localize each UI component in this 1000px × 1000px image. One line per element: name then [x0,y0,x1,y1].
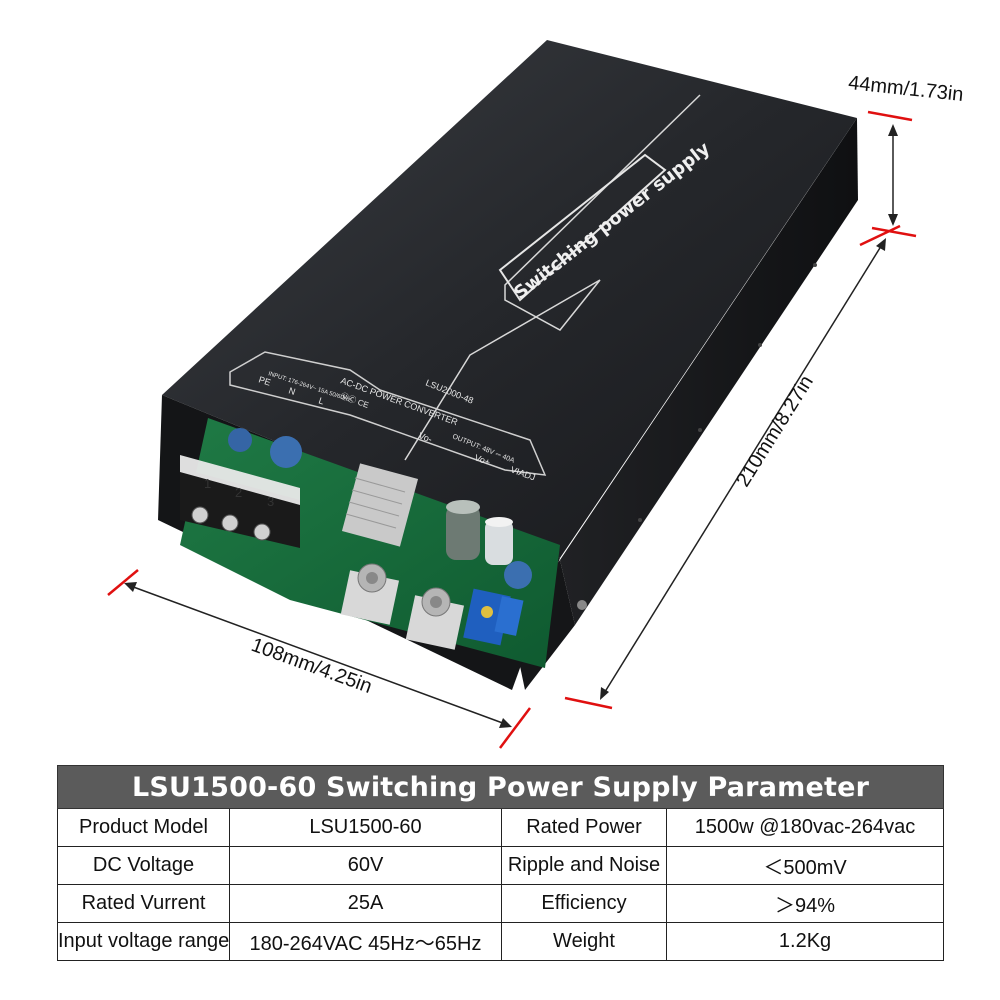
param-label: Rated Vurrent [57,884,230,923]
height-tick-bottom [871,226,917,238]
capacitor [270,436,302,468]
width-tick-left [107,569,139,596]
terminal-number-3: 3 [267,494,274,509]
length-tick-bottom [564,696,613,710]
product-photo: Switching power supply INPUT: 176-264V~ … [107,40,917,749]
enclosure-lid: Switching power supply [162,40,857,558]
param-label: Product Model [57,808,230,847]
param-value: 60V [229,846,502,885]
param-label: Rated Power [501,808,667,847]
table-title: LSU1500-60 Switching Power Supply Parame… [56,765,945,809]
param-label: Efficiency [501,884,667,923]
heatsink [341,463,419,547]
param-value: ＞94% [665,884,945,923]
dimension-lines [107,110,917,749]
terminal-n: N [287,385,296,397]
input-terminal-block: 1 2 3 [180,455,300,548]
terminal-number-2: 2 [235,485,242,500]
length-arrow [602,242,884,696]
terminal-vo-minus: Vo- [417,430,433,444]
width-arrow [127,584,509,726]
param-value: LSU1500-60 [229,808,502,847]
param-label: DC Voltage [57,846,230,885]
height-tick-top [867,110,913,122]
param-label: Input voltage range [57,922,230,961]
side-screw [577,600,587,610]
param-label: Ripple and Noise [501,846,667,885]
width-tick-right [499,707,531,749]
param-value: 1500w @180vac-264vac [665,808,945,847]
terminal-number-1: 1 [204,476,211,491]
terminal-pe: PE [257,374,272,387]
param-label: Weight [501,922,667,961]
param-value: 1.2Kg [665,922,945,961]
length-tick-top [859,224,901,247]
pcb-area [180,418,560,668]
spec-table: LSU1500-60 Switching Power Supply Parame… [56,765,945,961]
param-value: ＜500mV [665,846,945,885]
param-value: 25A [229,884,502,923]
param-value: 180-264VAC 45Hz～65Hz [229,922,502,961]
terminal-l: L [317,395,325,406]
electrolytic-capacitor [446,505,480,560]
